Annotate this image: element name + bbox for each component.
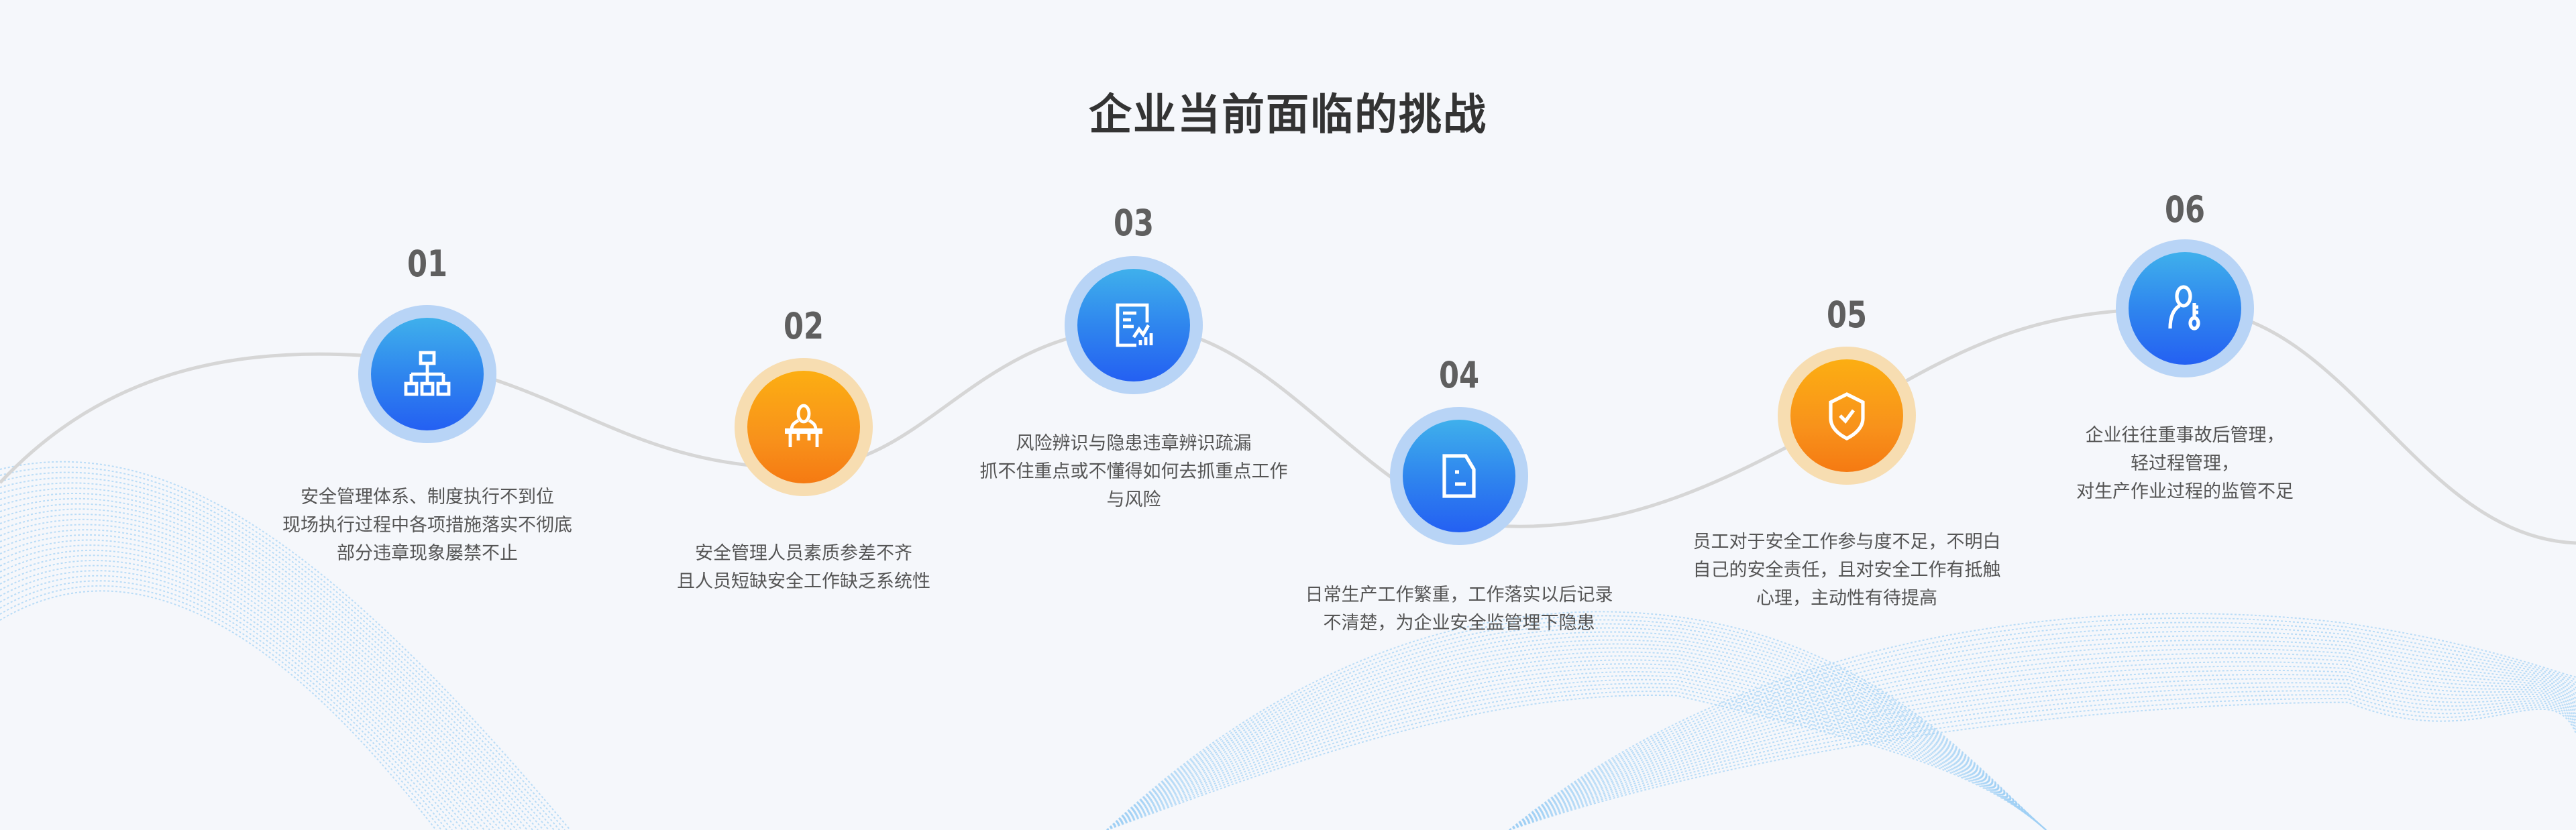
wave-line bbox=[1106, 659, 2047, 830]
wave-line bbox=[1106, 663, 2047, 830]
wave-line bbox=[0, 570, 458, 830]
wave-line bbox=[1106, 647, 2047, 830]
wave-line bbox=[0, 508, 523, 830]
wave-line bbox=[1509, 701, 2576, 830]
document-icon bbox=[1442, 454, 1476, 498]
wave-line bbox=[1106, 631, 2047, 830]
step-circle-04 bbox=[1390, 407, 1528, 545]
wave-line bbox=[0, 534, 496, 830]
wave-line bbox=[0, 497, 533, 830]
wave-line bbox=[1509, 630, 2576, 830]
wave-line bbox=[0, 565, 464, 830]
report-chart-icon bbox=[1116, 303, 1153, 347]
wave-line bbox=[1509, 669, 2576, 830]
wave-line bbox=[0, 529, 501, 830]
wave-line bbox=[1106, 671, 2047, 830]
wave-line bbox=[1509, 694, 2576, 830]
step-circle-01 bbox=[358, 305, 496, 443]
wave-line bbox=[1509, 652, 2576, 830]
step-number-02: 02 bbox=[783, 305, 824, 347]
wave-line bbox=[1509, 690, 2576, 830]
wave-line bbox=[1509, 661, 2576, 830]
wave-line bbox=[1509, 613, 2576, 830]
step-description-02: 安全管理人员素质参差不齐且人员短缺安全工作缺乏系统性 bbox=[677, 543, 930, 591]
step-circle-05 bbox=[1778, 347, 1916, 485]
user-key-icon bbox=[2168, 285, 2200, 331]
wave-line bbox=[1509, 635, 2576, 830]
wave-line bbox=[1509, 678, 2576, 830]
wave-line bbox=[1106, 643, 2047, 830]
wave-line bbox=[1106, 655, 2047, 830]
wave-line bbox=[0, 544, 485, 830]
page-title: 企业当前面临的挑战 bbox=[1089, 91, 1487, 139]
step-number-05: 05 bbox=[1826, 294, 1868, 336]
wave-line bbox=[1106, 694, 2047, 830]
step-circle-03 bbox=[1065, 256, 1203, 394]
wave-line bbox=[1106, 678, 2047, 830]
wave-line bbox=[0, 492, 539, 830]
person-desk-icon bbox=[785, 404, 822, 447]
wave-line bbox=[0, 518, 512, 830]
shield-check-icon bbox=[1829, 392, 1865, 440]
wave-line bbox=[1106, 639, 2047, 830]
wave-line bbox=[0, 471, 560, 830]
wave-line bbox=[1509, 686, 2576, 830]
step-number-04: 04 bbox=[1438, 354, 1480, 396]
wave-line bbox=[0, 524, 506, 830]
step-number-03: 03 bbox=[1113, 202, 1155, 244]
wave-line bbox=[1106, 691, 2047, 830]
wave-line bbox=[1509, 656, 2576, 830]
wave-line bbox=[0, 549, 480, 830]
wave-line bbox=[1509, 665, 2576, 830]
wave-line bbox=[0, 487, 544, 830]
step-description-04: 日常生产工作繁重，工作落实以后记录不清楚，为企业安全监管埋下隐患 bbox=[1305, 585, 1613, 633]
wave-line bbox=[0, 539, 490, 830]
step-circle-02 bbox=[735, 358, 873, 496]
wave-line bbox=[0, 585, 442, 830]
wave-line bbox=[0, 590, 437, 830]
wave-line bbox=[0, 503, 528, 830]
wave-line bbox=[1509, 644, 2576, 830]
wave-line bbox=[1106, 674, 2047, 830]
wave-line bbox=[1509, 674, 2576, 830]
wave-line bbox=[1106, 627, 2047, 830]
step-number-01: 01 bbox=[407, 243, 448, 285]
wave-line bbox=[1106, 611, 2047, 830]
wave-line bbox=[1509, 626, 2576, 830]
step-description-01: 安全管理体系、制度执行不到位现场执行过程中各项措施落实不彻底部分违章现象屡禁不止 bbox=[282, 487, 572, 563]
wave-line bbox=[1509, 617, 2576, 830]
wave-line bbox=[1106, 623, 2047, 830]
step-description-05: 员工对于安全工作参与度不足，不明白自己的安全责任，且对安全工作有抵触心理，主动性… bbox=[1693, 532, 2001, 608]
org-chart-icon bbox=[404, 351, 451, 396]
wave-line bbox=[0, 554, 474, 830]
step-circle-06 bbox=[2116, 239, 2254, 377]
wave-line bbox=[1509, 639, 2576, 830]
wave-line bbox=[0, 580, 447, 830]
wave-line bbox=[0, 461, 571, 830]
wave-line bbox=[0, 482, 549, 830]
wave-line bbox=[1106, 683, 2047, 830]
wave-line bbox=[0, 466, 566, 830]
step-description-03: 风险辨识与隐患违章辨识疏漏抓不住重点或不懂得如何去抓重点工作与风险 bbox=[979, 433, 1288, 510]
wave-line bbox=[1106, 615, 2047, 830]
wave-line bbox=[0, 514, 517, 830]
wave-lines bbox=[0, 461, 2576, 830]
wave-line bbox=[1106, 667, 2047, 830]
wave-line bbox=[1509, 682, 2576, 830]
step-description-06: 企业往往重事故后管理，轻过程管理，对生产作业过程的监管不足 bbox=[2076, 425, 2294, 501]
wave-line bbox=[0, 560, 469, 830]
wave-line bbox=[1509, 648, 2576, 830]
wave-line bbox=[0, 575, 453, 830]
step-number-06: 06 bbox=[2164, 188, 2206, 231]
wave-line bbox=[1509, 697, 2576, 830]
